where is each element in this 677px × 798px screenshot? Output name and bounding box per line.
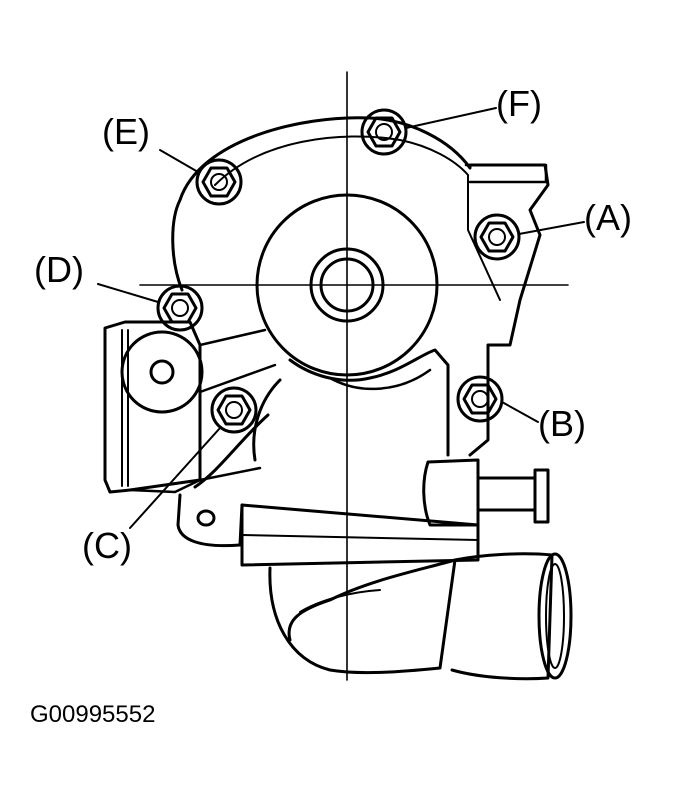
housing-inner-contour <box>214 135 501 301</box>
bypass-pipe-housing <box>422 458 480 527</box>
outlet-pipe-mouth <box>537 552 573 680</box>
bolt-f <box>360 108 408 156</box>
left-boss <box>120 330 204 414</box>
lower-body-bulge <box>328 368 432 391</box>
bolt-a <box>473 213 521 261</box>
impeller-hub-inner <box>319 257 375 313</box>
bolt-c <box>210 386 258 434</box>
callout-label-b: (B) <box>538 403 586 444</box>
bolt-b <box>456 375 504 423</box>
bypass-pipe <box>476 476 537 512</box>
lower-outlet-pipe <box>268 558 457 675</box>
impeller-disk <box>255 193 439 377</box>
callout-label-f: (F) <box>496 83 542 124</box>
outlet-pipe-shading <box>299 589 381 613</box>
callout-label-c: (C) <box>82 525 132 566</box>
outlet-pipe-body <box>450 552 554 681</box>
left-flange-inner <box>121 329 129 487</box>
mounting-tab-hole <box>196 509 216 527</box>
bolt-d <box>156 284 204 332</box>
figure-id: G00995552 <box>30 701 156 728</box>
left-boss-hole <box>149 359 175 385</box>
leader-lines <box>97 107 585 529</box>
bypass-pipe-flare <box>533 468 550 524</box>
callout-label-e: (E) <box>102 111 150 152</box>
bolt-e <box>195 158 243 206</box>
pump-housing <box>171 116 550 457</box>
callout-label-a: (A) <box>584 197 632 238</box>
lower-rib <box>240 503 480 567</box>
lower-body-contour <box>193 348 450 489</box>
boss-arm <box>198 328 277 394</box>
lower-left-contour <box>128 466 262 494</box>
outlet-pipe-mouth-inner <box>545 563 565 669</box>
mounting-tab <box>176 493 244 548</box>
impeller-hub-outer <box>309 247 385 323</box>
upper-outlet-neck <box>464 163 548 184</box>
callout-label-d: (D) <box>34 249 84 290</box>
